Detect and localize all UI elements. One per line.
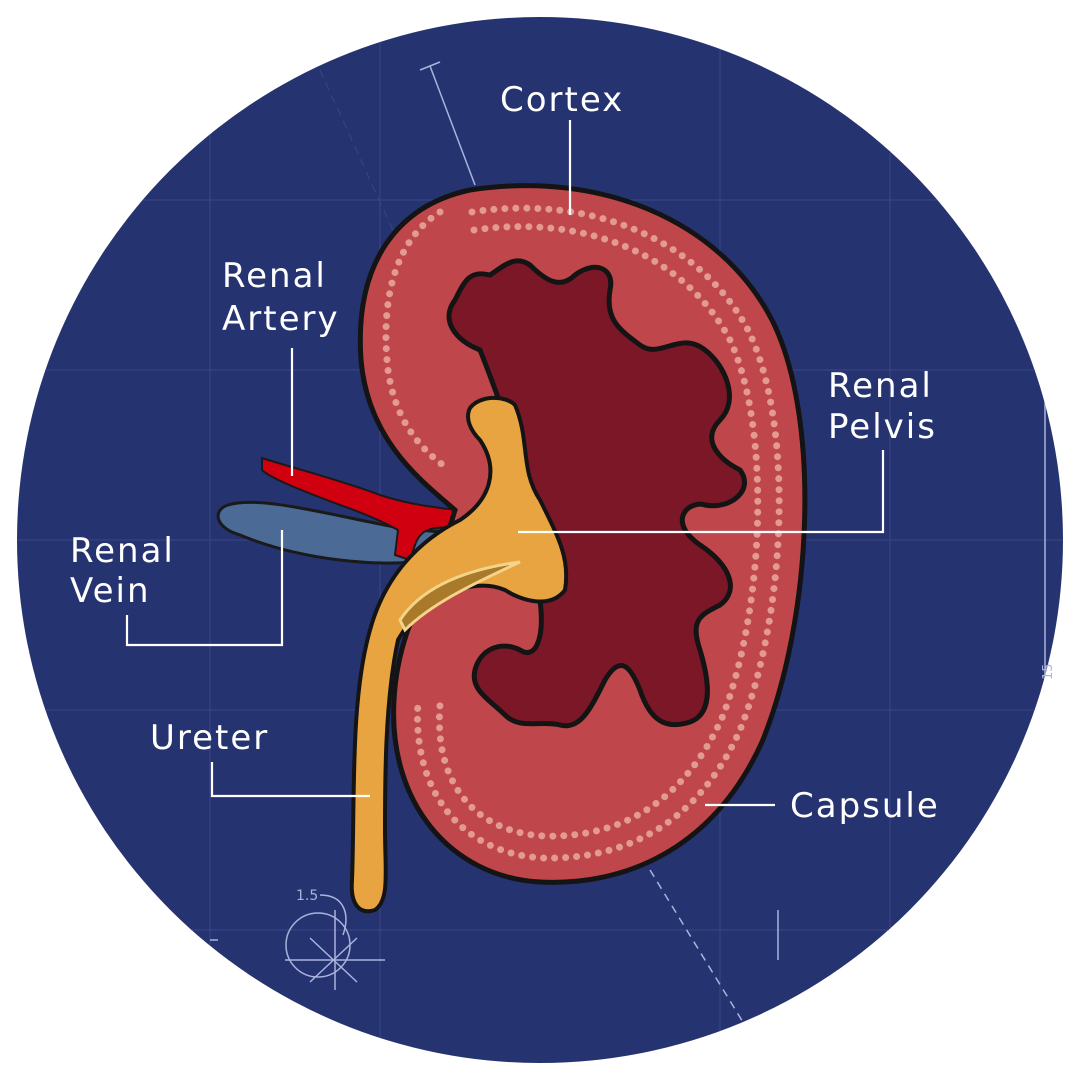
label-renal-pelvis: Renal Pelvis	[518, 366, 937, 534]
side-mark: 15	[1041, 663, 1056, 680]
label-cortex: Cortex	[500, 80, 624, 215]
pelvis-inner-outline	[398, 560, 521, 633]
renal-vein	[216, 500, 443, 565]
kidney	[349, 183, 808, 914]
label-renal-vein: Renal Vein	[70, 530, 284, 647]
svg-text:Cortex: Cortex	[500, 80, 624, 120]
svg-text:Pelvis: Pelvis	[828, 407, 937, 447]
label-renal-artery: Renal Artery	[222, 256, 340, 476]
svg-text:Vein: Vein	[70, 571, 151, 611]
dimension-label: 1.5	[296, 888, 318, 904]
label-capsule: Capsule	[705, 786, 940, 826]
svg-text:Renal: Renal	[222, 256, 327, 296]
renal-pelvis	[349, 395, 569, 914]
compass-annotation: 1.5	[285, 888, 385, 990]
renal-artery	[261, 456, 460, 562]
cortex-dots-inner	[435, 223, 762, 840]
svg-text:Renal: Renal	[70, 531, 175, 571]
svg-text:Renal: Renal	[828, 366, 933, 406]
label-ureter: Ureter	[150, 718, 370, 798]
svg-text:Artery: Artery	[222, 299, 340, 339]
cortex-dots-upper-left	[382, 208, 454, 474]
svg-text:Ureter: Ureter	[150, 718, 269, 758]
medulla	[446, 258, 747, 729]
cortex-dots-outer	[414, 204, 783, 862]
svg-text:Capsule: Capsule	[790, 786, 940, 826]
